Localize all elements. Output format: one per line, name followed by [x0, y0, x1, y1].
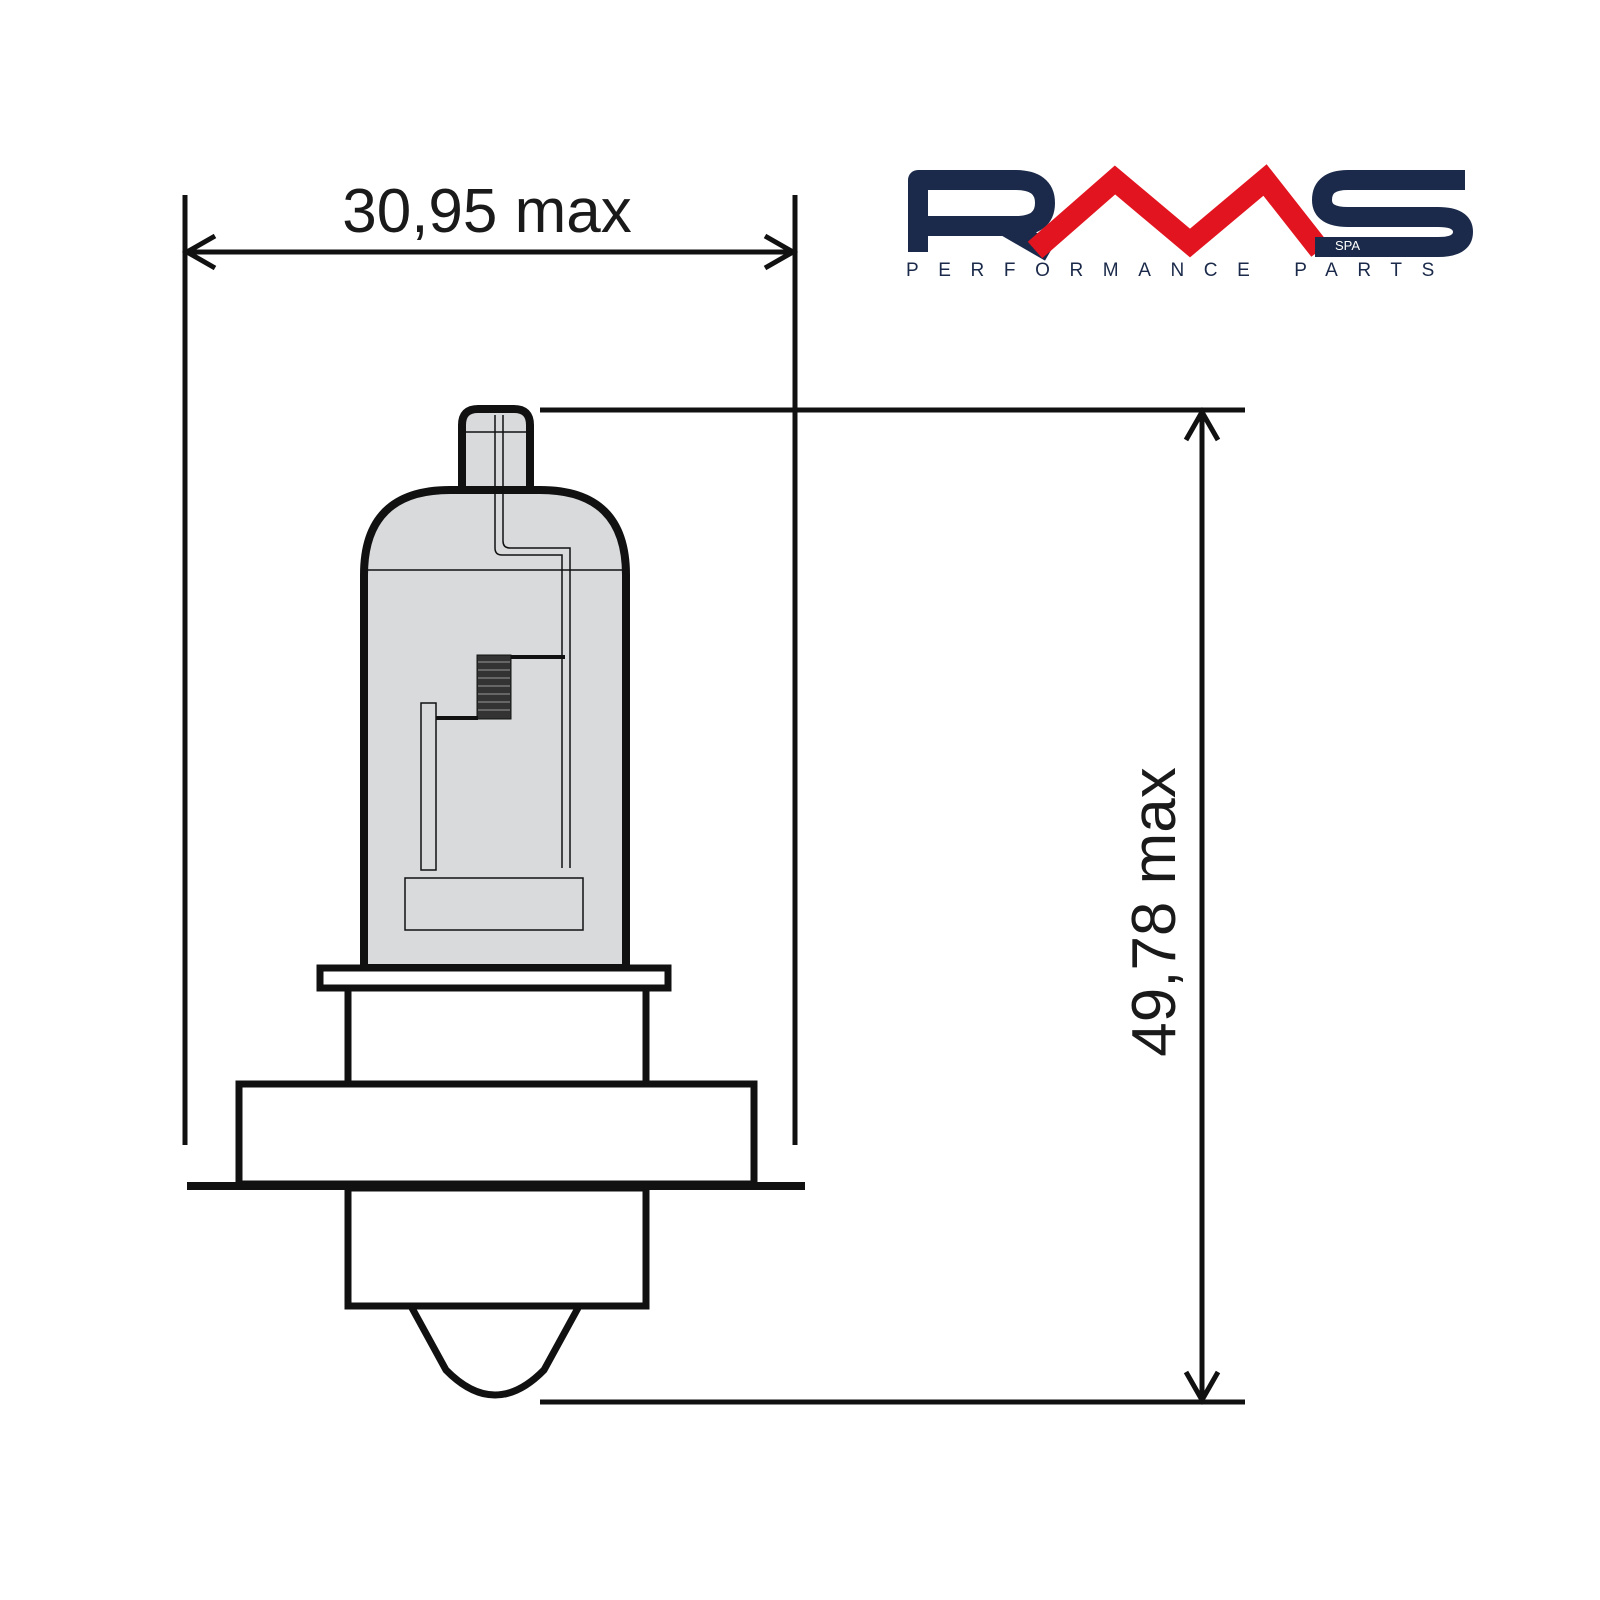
logo-m [1027, 164, 1329, 259]
contact [408, 1306, 582, 1399]
bulb-glass [360, 486, 630, 972]
arrow-left-icon [181, 233, 217, 271]
filament-base [404, 877, 584, 931]
logo-tagline: PERFORMANCE PARTS [906, 260, 1454, 281]
main-flange [235, 1080, 758, 1188]
neck [344, 984, 650, 1088]
width-dimension [181, 195, 799, 1145]
arrow-right-icon [763, 233, 799, 271]
height-label: 49,78 max [1120, 767, 1189, 1057]
arrow-up-icon [1183, 406, 1221, 442]
arrow-down-icon [1183, 1370, 1221, 1406]
height-dimension [540, 406, 1245, 1406]
bulb-tip [458, 405, 534, 490]
bulb [187, 405, 805, 1399]
rms-logo: SPA PERFORMANCE PARTS [906, 164, 1474, 281]
width-label: 30,95 max [342, 177, 632, 246]
filament-coil [476, 654, 512, 720]
logo-suffix: SPA [1335, 238, 1360, 253]
logo-s [1311, 170, 1474, 257]
lower-base [344, 1184, 650, 1310]
